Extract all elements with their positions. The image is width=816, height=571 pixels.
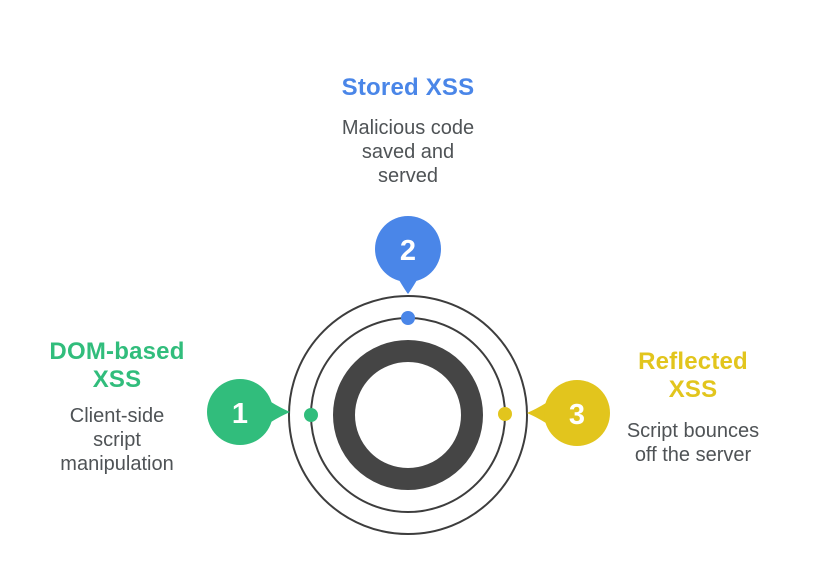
pin-number-stored: 2 <box>400 235 416 267</box>
orbit-outer-circle <box>288 295 528 535</box>
pin-marker-reflected: 3 <box>527 380 610 446</box>
pin-circle-dom-based <box>207 379 273 445</box>
anchor-dot-dom-based <box>304 408 318 422</box>
reflected-xss-description: Script bounces off the server <box>626 420 760 466</box>
reflected-xss-title: Reflected XSS <box>638 348 748 403</box>
pin-number-dom-based: 1 <box>232 398 248 430</box>
stored-xss-description: Malicious code saved and served <box>341 117 475 187</box>
pin-marker-dom-based: 1 <box>207 379 290 445</box>
pin-number-reflected: 3 <box>569 399 585 431</box>
label-dom-based-xss: DOM-based XSS Client-side script manipul… <box>17 338 217 476</box>
anchor-dot-stored <box>401 311 415 325</box>
pin-circle-reflected <box>544 380 610 446</box>
label-reflected-xss: Reflected XSS Script bounces off the ser… <box>593 348 793 467</box>
dom-based-xss-title: DOM-based XSS <box>49 338 185 393</box>
stored-xss-title: Stored XSS <box>341 74 475 101</box>
pin-circle-stored <box>375 216 441 282</box>
core-ring <box>333 340 483 490</box>
anchor-dot-reflected <box>498 407 512 421</box>
dom-based-xss-description: Client-side script manipulation <box>60 405 174 475</box>
pin-marker-stored: 2 <box>375 216 441 294</box>
label-stored-xss: Stored XSS Malicious code saved and serv… <box>308 74 508 188</box>
